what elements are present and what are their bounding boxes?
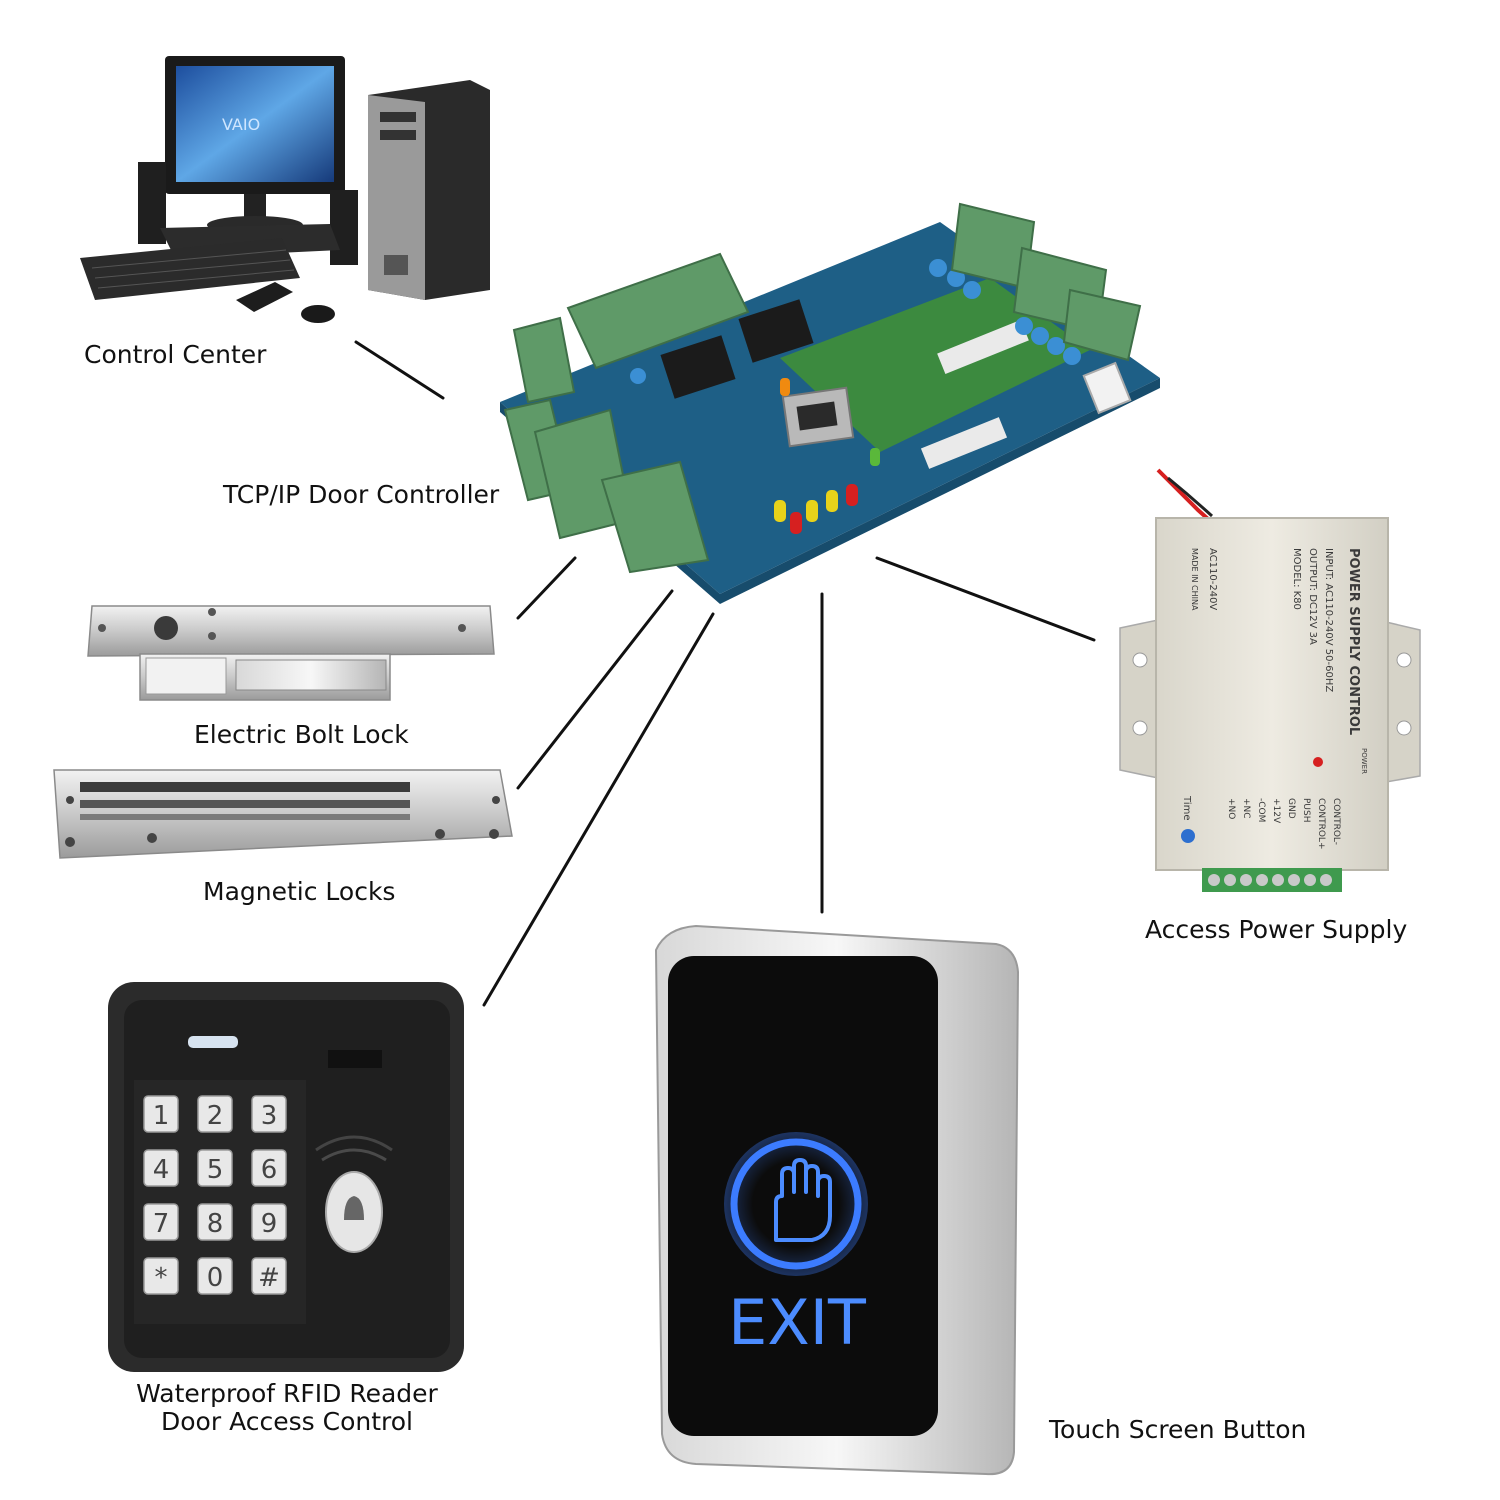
power-box-terminal-label: +NO: [1226, 798, 1236, 819]
keypad-key: [197, 1203, 233, 1241]
keypad-key-label: 9: [261, 1209, 278, 1239]
label-control-center: Control Center: [84, 340, 267, 369]
power-box-output: OUTPUT: DC12V 3A: [1307, 548, 1318, 645]
line-power-supply: [875, 556, 1096, 642]
monitor-brand: VAIO: [222, 115, 260, 134]
power-box-terminal-label: +12V: [1271, 798, 1281, 824]
power-box-terminal-label: PUSH: [1301, 798, 1311, 823]
power-box-led-label: POWER: [1360, 748, 1368, 774]
label-rfid-reader-line1: Waterproof RFID Reader: [136, 1379, 438, 1408]
power-box-terminal-label: CONTROL+: [1316, 798, 1326, 850]
keypad-key-label: 7: [153, 1209, 170, 1239]
keypad-key-label: 8: [207, 1209, 224, 1239]
keypad-key: [143, 1149, 179, 1187]
keypad-key: [251, 1257, 287, 1295]
power-box-made-in: MADE IN CHINA: [1190, 548, 1199, 611]
power-box-time-label: Time: [1181, 795, 1192, 820]
magnetic-locks-icon: [53, 769, 513, 859]
rfid-keypad-reader-icon: 1 2 3 4 5 6 7 8 9 * 0 #: [108, 982, 464, 1372]
keypad-key: [197, 1149, 233, 1187]
keypad-key-label: 2: [207, 1101, 224, 1131]
keypad-key: [143, 1203, 179, 1241]
keypad-key: [251, 1095, 287, 1133]
power-box-ac: AC110-240V: [1207, 548, 1218, 610]
keypad-key-label: #: [258, 1263, 280, 1293]
keypad-key: [197, 1095, 233, 1133]
keypad-key: [143, 1095, 179, 1133]
line-control-center: [354, 340, 445, 400]
power-box-model: MODEL: K80: [1291, 548, 1302, 610]
control-center-computer-icon: VAIO: [80, 56, 490, 323]
label-bolt-lock: Electric Bolt Lock: [194, 720, 409, 749]
keypad-key-label: 1: [153, 1101, 170, 1131]
door-controller-board-icon: [500, 202, 1160, 604]
keypad-key-label: 3: [261, 1101, 278, 1131]
power-box-terminal-labels: CONTROL- CONTROL+ PUSH GND +12V -COM +NC +NO: [1226, 798, 1341, 850]
exit-text: EXIT: [728, 1286, 867, 1359]
keypad-key: [251, 1149, 287, 1187]
label-magnetic-locks: Magnetic Locks: [203, 877, 395, 906]
keypad-key: [251, 1203, 287, 1241]
line-bolt-lock: [516, 556, 577, 620]
power-box-input: INPUT: AC110-240V 50-60HZ: [1323, 548, 1334, 692]
label-rfid-reader-line2: Door Access Control: [161, 1407, 413, 1436]
keypad-key-label: 4: [153, 1155, 170, 1185]
touch-exit-button-icon: EXIT: [654, 924, 1020, 1476]
connection-lines: [354, 340, 1096, 1007]
power-box-terminal-label: +NC: [1241, 798, 1251, 819]
keypad-key: [143, 1257, 179, 1295]
line-rfid-reader: [482, 612, 715, 1007]
power-box-terminal-label: CONTROL-: [1331, 798, 1341, 845]
power-box-terminal-label: -COM: [1256, 798, 1266, 822]
label-touch-button: Touch Screen Button: [1048, 1415, 1306, 1444]
line-magnetic-locks: [516, 589, 674, 790]
label-door-controller: TCP/IP Door Controller: [222, 480, 500, 509]
keypad-key-label: *: [155, 1263, 168, 1293]
keypad-key: [197, 1257, 233, 1295]
power-box-terminal-label: GND: [1286, 798, 1296, 819]
keypad-key-label: 6: [261, 1155, 278, 1185]
keypad-keys: 1 2 3 4 5 6 7 8 9 * 0 #: [143, 1095, 287, 1295]
power-box-title: POWER SUPPLY CONTROL: [1346, 548, 1361, 735]
label-power-supply: Access Power Supply: [1145, 915, 1407, 944]
electric-bolt-lock-icon: [87, 605, 495, 701]
keypad-key-label: 0: [207, 1263, 224, 1293]
access-power-supply-icon: POWER SUPPLY CONTROL INPUT: AC110-240V 5…: [1119, 468, 1421, 892]
keypad-key-label: 5: [207, 1155, 224, 1185]
